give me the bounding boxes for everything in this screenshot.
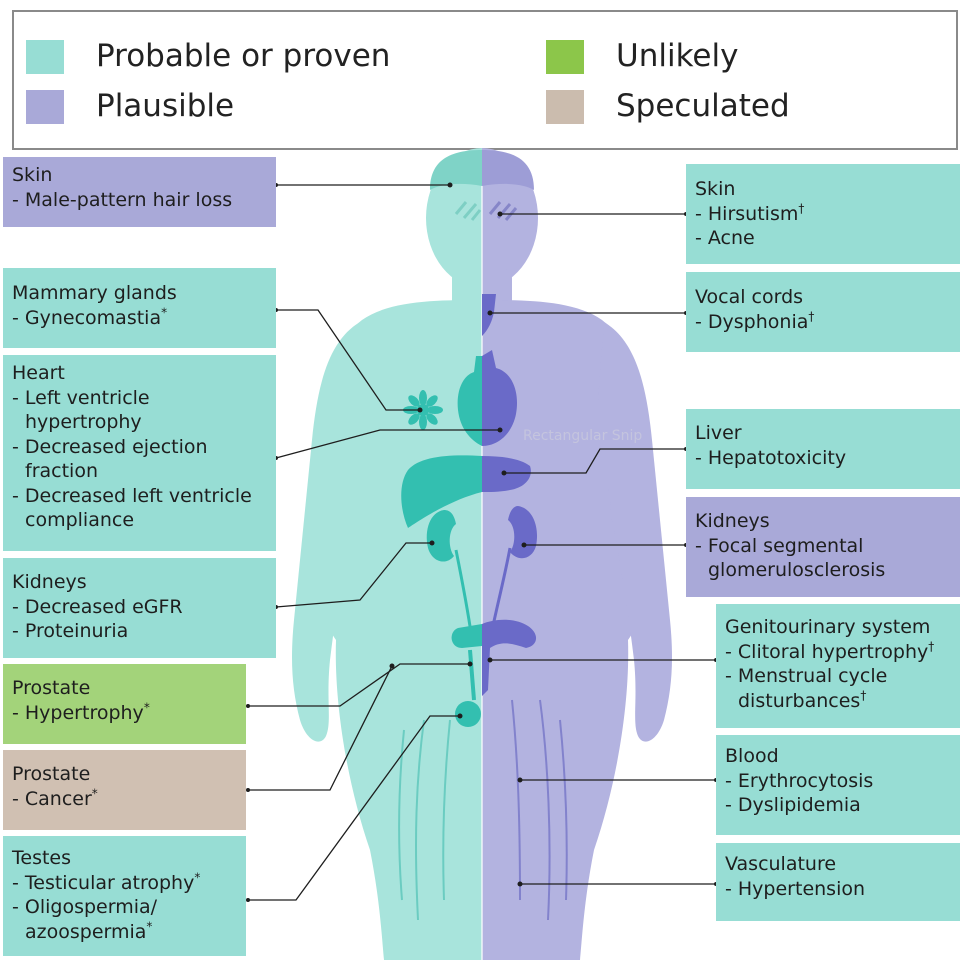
bladder-left <box>451 624 482 648</box>
box-item: - Male-pattern hair loss <box>12 188 233 211</box>
box-item: - Gynecomastia* <box>12 305 168 329</box>
box-right-blood: Blood - Erythrocytosis - Dyslipidemia <box>716 735 960 835</box>
box-item: - Focal segmental glomerulosclerosis <box>695 534 886 582</box>
box-title: Liver <box>695 422 742 444</box>
box-title: Prostate <box>12 763 91 785</box>
legend-label-speculated: Speculated <box>616 88 790 124</box>
box-item: - Hypertension <box>725 877 866 900</box>
box-title: Skin <box>695 178 736 200</box>
box-title: Genitourinary system <box>725 616 931 638</box>
box-item: - Left ventricle hypertrophy <box>12 386 150 434</box>
hair-right <box>482 150 534 190</box>
box-left-prostate-speculated: Prostate - Cancer* <box>3 750 246 830</box>
box-item: - Proteinuria <box>12 620 129 642</box>
kidney-left <box>426 510 456 562</box>
box-left-heart: Heart - Left ventricle hypertrophy - Dec… <box>3 355 276 551</box>
box-left-prostate-unlikely: Prostate - Hypertrophy* <box>3 664 246 744</box>
heart-right <box>482 350 518 446</box>
box-title: Blood <box>725 745 779 767</box>
box-right-kidneys: Kidneys - Focal segmental glomeruloscler… <box>686 497 960 597</box>
legend-label-unlikely: Unlikely <box>616 38 739 74</box>
legend-swatch-speculated <box>546 90 584 124</box>
box-title: Kidneys <box>695 510 770 532</box>
box-item: - Dysphonia† <box>695 309 815 333</box>
box-right-vocal-cords: Vocal cords - Dysphonia† <box>686 272 960 352</box>
footnote-mark: † <box>808 309 815 324</box>
heart-left <box>457 356 482 446</box>
rectangular-snip-overlay: Rectangular Snip <box>523 428 643 444</box>
box-title: Skin <box>12 164 53 186</box>
legend-label-probable: Probable or proven <box>96 38 391 74</box>
testis-icon <box>455 701 481 727</box>
box-left-testes: Testes - Testicular atrophy* - Oligosper… <box>3 836 246 956</box>
legend-swatch-plausible <box>26 90 64 124</box>
box-title: Kidneys <box>12 571 87 593</box>
box-right-vasculature: Vasculature - Hypertension <box>716 843 960 921</box>
box-item: - Decreased eGFR <box>12 595 183 618</box>
box-title: Prostate <box>12 677 91 699</box>
box-item: - Acne <box>695 227 755 249</box>
legend-label-plausible: Plausible <box>96 88 235 124</box>
footnote-mark: * <box>161 305 168 320</box>
footnote-mark: † <box>798 201 805 216</box>
box-item: - Clitoral hypertrophy† <box>725 639 935 663</box>
box-right-skin: Skin - Hirsutism† - Acne <box>686 164 960 264</box>
box-title: Testes <box>12 847 72 869</box>
hair-left <box>430 150 482 190</box>
box-item: - Decreased left ventricle compliance <box>12 484 252 532</box>
footnote-mark: * <box>143 700 150 715</box>
box-item: - Hypertrophy* <box>12 700 150 724</box>
box-title: Heart <box>12 362 65 384</box>
liver-left <box>401 455 482 528</box>
vessels-right <box>511 699 568 921</box>
box-item: - Oligospermia/ azoospermia* <box>12 896 158 943</box>
footnote-mark: * <box>91 786 98 801</box>
box-item: - Menstrual cycle disturbances† <box>725 665 888 712</box>
footnote-mark: * <box>194 870 201 885</box>
footnote-mark: * <box>146 919 153 934</box>
footnote-mark: † <box>928 639 935 654</box>
box-title: Vocal cords <box>695 286 804 308</box>
box-title: Vasculature <box>725 853 837 875</box>
box-title: Mammary glands <box>12 282 177 304</box>
box-item: - Testicular atrophy* <box>12 870 201 894</box>
box-left-skin: Skin - Male-pattern hair loss <box>3 157 276 227</box>
legend-swatch-probable <box>26 40 64 74</box>
footnote-mark: † <box>860 688 867 703</box>
box-right-liver: Liver - Hepatotoxicity <box>686 409 960 489</box>
box-item: - Decreased ejection fraction <box>12 435 208 483</box>
legend: Probable or proven Plausible Unlikely Sp… <box>12 10 958 150</box>
box-item: - Hepatotoxicity <box>695 446 847 469</box>
box-left-mammary-glands: Mammary glands - Gynecomastia* <box>3 268 276 348</box>
box-item: - Hirsutism† <box>695 201 805 225</box>
box-item: - Dyslipidemia <box>725 794 861 816</box>
box-item: - Erythrocytosis <box>725 769 874 792</box>
legend-swatch-unlikely <box>546 40 584 74</box>
uterus-right <box>482 619 537 696</box>
box-right-genitourinary: Genitourinary system - Clitoral hypertro… <box>716 604 960 728</box>
box-left-kidneys: Kidneys - Decreased eGFR - Proteinuria <box>3 558 276 658</box>
box-item: - Cancer* <box>12 786 98 810</box>
facial-hair-marks-left <box>454 201 482 221</box>
